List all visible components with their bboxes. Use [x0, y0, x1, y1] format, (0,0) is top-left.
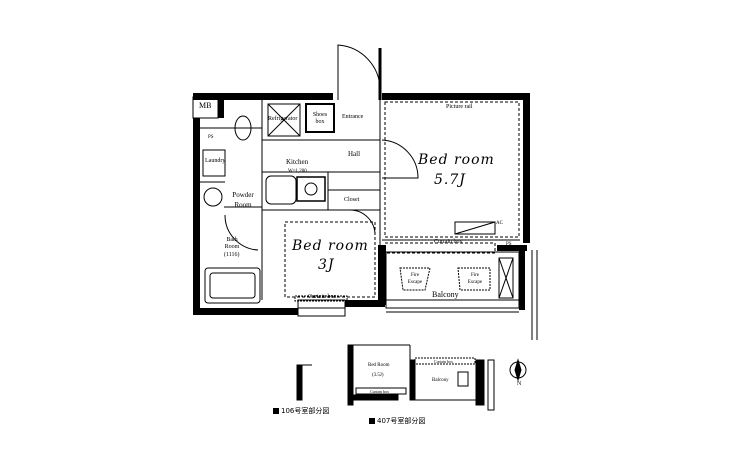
kitchen-label: Kitchen [286, 158, 309, 166]
shoes-box-label: Shoes box [312, 112, 328, 125]
bedroom-small-name: Bed room [292, 238, 369, 254]
mb-label: MB [199, 101, 212, 110]
room-407-curtain-box-1: Curtain box [434, 359, 453, 364]
balcony-label: Balcony [432, 290, 459, 299]
fire-escape-label-2: Fire Escape [467, 273, 483, 285]
room-407-bedroom-size: (3.5J) [372, 373, 384, 378]
room-407-curtain-box-2: Curtain box [370, 389, 389, 394]
bath-size-label: (1116) [224, 252, 240, 258]
hall-label: Hall [348, 150, 361, 158]
room-106-caption-text: 106号室部分図 [281, 407, 330, 415]
ps-left-label: PS [208, 135, 214, 140]
compass-north-label: N [517, 381, 522, 387]
curtain-box-label-2: Curtain box [434, 239, 463, 245]
room-407-balcony-label: Balcony [432, 378, 449, 383]
ps-right-label: PS [506, 242, 512, 247]
bedroom-large-name: Bed room [418, 152, 495, 168]
bedroom-small-size: 3J [318, 257, 335, 273]
closet-label: Closet [344, 197, 360, 203]
room-407-bedroom-label: Bed Room [368, 363, 390, 368]
powder-room-label: Powder Room [232, 191, 254, 209]
curtain-box-label-1: Curtain box [308, 294, 337, 300]
laundry-label: Laundry [205, 158, 226, 164]
compass-icon [509, 358, 527, 382]
picture-rail-label: Picture rail [446, 104, 473, 110]
fire-escape-label-1: Fire Escape [407, 273, 423, 285]
room-106-caption: 106号室部分図 [273, 406, 329, 416]
kitchen-width-label: W=1,200 [288, 169, 307, 174]
bedroom-large-size: 5.7J [434, 172, 466, 188]
refrigerator-label: Refrigerator [268, 116, 298, 122]
bath-room-label: Bath Room [224, 237, 240, 250]
room-407-caption: 407号室部分図 [369, 416, 425, 426]
room-407-caption-text: 407号室部分図 [377, 417, 426, 425]
ac-label: AC [496, 221, 503, 226]
entrance-label: Entrance [342, 114, 364, 120]
